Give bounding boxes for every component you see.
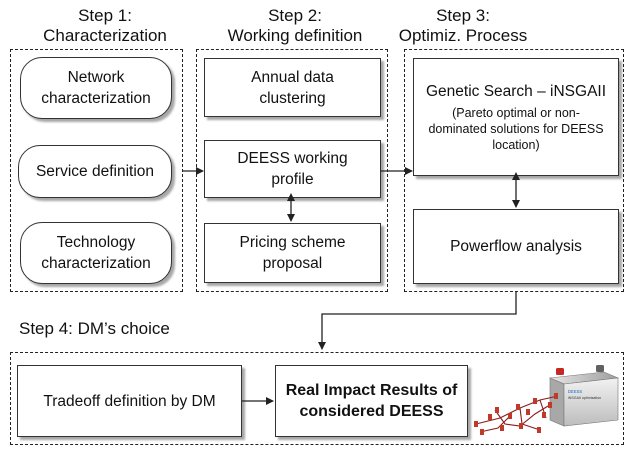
profile-line2: profile	[271, 171, 314, 188]
genetic-subtitle: (Pareto optimal or non-dominated solutio…	[428, 106, 604, 152]
step2-title-line2: Working definition	[227, 26, 363, 45]
step4-title: Step 4: DM’s choice	[19, 319, 170, 339]
pricing-scheme-proposal: Pricing scheme proposal	[204, 223, 381, 283]
step1-title: Step 1: Characterization	[20, 6, 190, 46]
step3-title-line2: Optimiz. Process	[398, 26, 528, 45]
service-line1: Service definition	[35, 163, 155, 180]
step1-group	[10, 49, 183, 292]
service-definition: Service definition	[18, 145, 172, 198]
powerflow-analysis: Powerflow analysis	[413, 209, 619, 284]
genetic-title: Genetic Search – iNSGAII	[425, 83, 607, 100]
network-nodes	[474, 393, 558, 435]
step4-group	[10, 352, 624, 445]
powerflow-label: Powerflow analysis	[450, 238, 582, 255]
clustering-line2: clustering	[259, 89, 326, 107]
annual-data-clustering: Annual data clustering	[204, 58, 381, 117]
genetic-search-box: Genetic Search – iNSGAII (Pareto optimal…	[413, 58, 619, 176]
battery-label-2: iNSGAII optimisation	[568, 396, 601, 400]
tradeoff-label: Tradeoff definition by DM	[43, 392, 216, 410]
battery-icon: DEESS iNSGAII optimisation	[548, 365, 620, 427]
deess-working-profile: DEESS working profile	[204, 140, 381, 198]
results-line2: considered DEESS	[299, 403, 444, 420]
technology-line2: characterization	[41, 255, 151, 272]
results-line1: Real Impact Results of	[285, 382, 458, 399]
step3-title: Step 3: Optimiz. Process	[388, 6, 538, 46]
technology-line1: Technology	[56, 234, 136, 251]
tradeoff-definition: Tradeoff definition by DM	[17, 365, 242, 437]
network-line2: characterization	[41, 90, 151, 107]
pricing-line2: proposal	[262, 255, 323, 272]
network-characterization: Network characterization	[20, 57, 172, 119]
step2-title-line1: Step 2:	[268, 6, 322, 25]
pricing-line1: Pricing scheme	[239, 234, 346, 251]
real-impact-results: Real Impact Results of considered DEESS	[275, 365, 468, 437]
step1-title-line1: Step 1:	[78, 6, 132, 25]
clustering-line1: Annual data	[251, 68, 334, 86]
battery-illustration: DEESS iNSGAII optimisation	[544, 362, 622, 432]
network-line1: Network	[67, 69, 125, 86]
step4-title-text: Step 4: DM’s choice	[19, 319, 170, 338]
step2-title: Step 2: Working definition	[210, 6, 380, 46]
battery-label-1: DEESS	[568, 389, 582, 394]
profile-line1: DEESS working	[237, 150, 348, 167]
step3-title-line1: Step 3:	[436, 6, 490, 25]
technology-characterization: Technology characterization	[20, 222, 172, 284]
step1-title-line2: Characterization	[43, 26, 167, 45]
arrow-step3-to-step4	[318, 292, 517, 350]
